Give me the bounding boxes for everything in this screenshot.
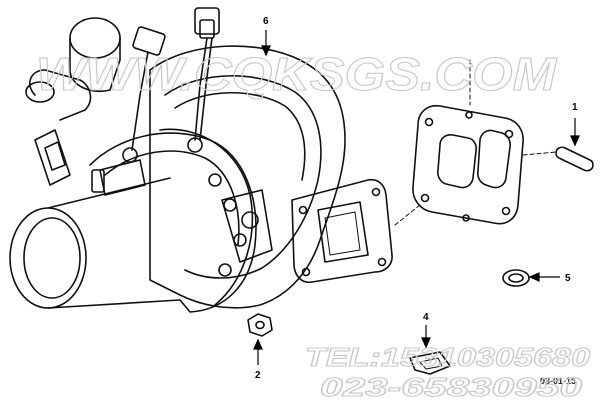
watermark-tel: TEL:15310305680: [305, 342, 591, 372]
leader-arrow-1: [570, 135, 580, 147]
turbine-housing: [149, 45, 346, 309]
bearing-bolt-3: [233, 233, 247, 247]
drawing-code: 03-01-15: [540, 376, 576, 386]
flange-bolt-hole-1: [298, 205, 308, 215]
assembly-line-pin: [522, 151, 557, 156]
housing-ring-2: [174, 91, 306, 181]
sensor-wire-3: [131, 51, 149, 151]
gasket-bolt-hole-2: [504, 129, 514, 139]
turbine-outlet-port: [317, 201, 369, 263]
sensor-connector-top: [194, 7, 220, 35]
sensor-wire-2: [199, 37, 213, 141]
flange-bolt-hole-3: [377, 257, 387, 267]
gasket-bolt-hole-4: [420, 193, 430, 203]
sensor-stud: [91, 169, 105, 193]
callout-1: 1: [572, 102, 578, 113]
turbine-outlet-port-inner: [324, 211, 361, 256]
dowel-pin: [555, 146, 594, 172]
gasket-bolt-hole-1: [424, 117, 434, 127]
bracket-left: [34, 129, 71, 186]
compressor-inlet-inner: [23, 217, 81, 299]
oil-port: [241, 211, 259, 229]
callout-5: 5: [565, 273, 571, 284]
leader-arrow-6: [261, 45, 271, 57]
compressor-inlet-tube: [47, 177, 181, 309]
compressor-inlet-opening: [9, 207, 87, 309]
seal-washer: [502, 269, 530, 287]
sensor-fitting-1: [187, 137, 203, 153]
retaining-clip-slot: [419, 357, 443, 370]
sensor-connector-plug: [199, 19, 215, 39]
leader-arrow-4: [421, 337, 431, 349]
housing-inner-ring: [164, 75, 322, 279]
leader-arrow-2: [253, 338, 263, 350]
gasket-port-left: [437, 134, 477, 189]
turbine-gasket: [412, 104, 524, 225]
compressor-housing-body: [89, 132, 257, 313]
turbine-outlet-flange: [291, 178, 393, 284]
gasket-bolt-hole-5: [465, 111, 473, 119]
hose-fitting: [25, 81, 55, 103]
gasket-bolt-hole-3: [501, 206, 511, 216]
oil-port-block: [221, 189, 273, 263]
hex-nut: [247, 313, 273, 337]
retaining-clip: [409, 351, 451, 375]
callout-2: 2: [255, 370, 261, 381]
hex-nut-bore: [255, 320, 265, 330]
callout-6: 6: [263, 16, 269, 27]
sensor-wire-1: [194, 37, 208, 141]
gasket-port-right: [477, 129, 511, 189]
bearing-bolt-1: [208, 173, 222, 187]
sensor-connector-mid: [132, 26, 166, 56]
actuator-body: [69, 37, 121, 92]
compressor-housing-edge: [104, 150, 240, 246]
gasket-bolt-hole-6: [462, 214, 470, 222]
flange-bolt-hole-2: [371, 187, 381, 197]
leader-arrow-5: [528, 272, 540, 282]
bearing-bolt-2: [223, 198, 237, 212]
callout-4: 4: [423, 312, 429, 323]
watermark-phone: 023-65830950: [320, 372, 583, 402]
seal-washer-inner: [508, 273, 524, 283]
assembly-line-gasket: [394, 204, 421, 226]
bracket-slot: [44, 141, 66, 171]
watermark-site: WWW.CQKSGS.COM: [36, 48, 558, 100]
flange-bolt-hole-4: [301, 267, 311, 277]
bearing-bolt-4: [218, 263, 232, 277]
